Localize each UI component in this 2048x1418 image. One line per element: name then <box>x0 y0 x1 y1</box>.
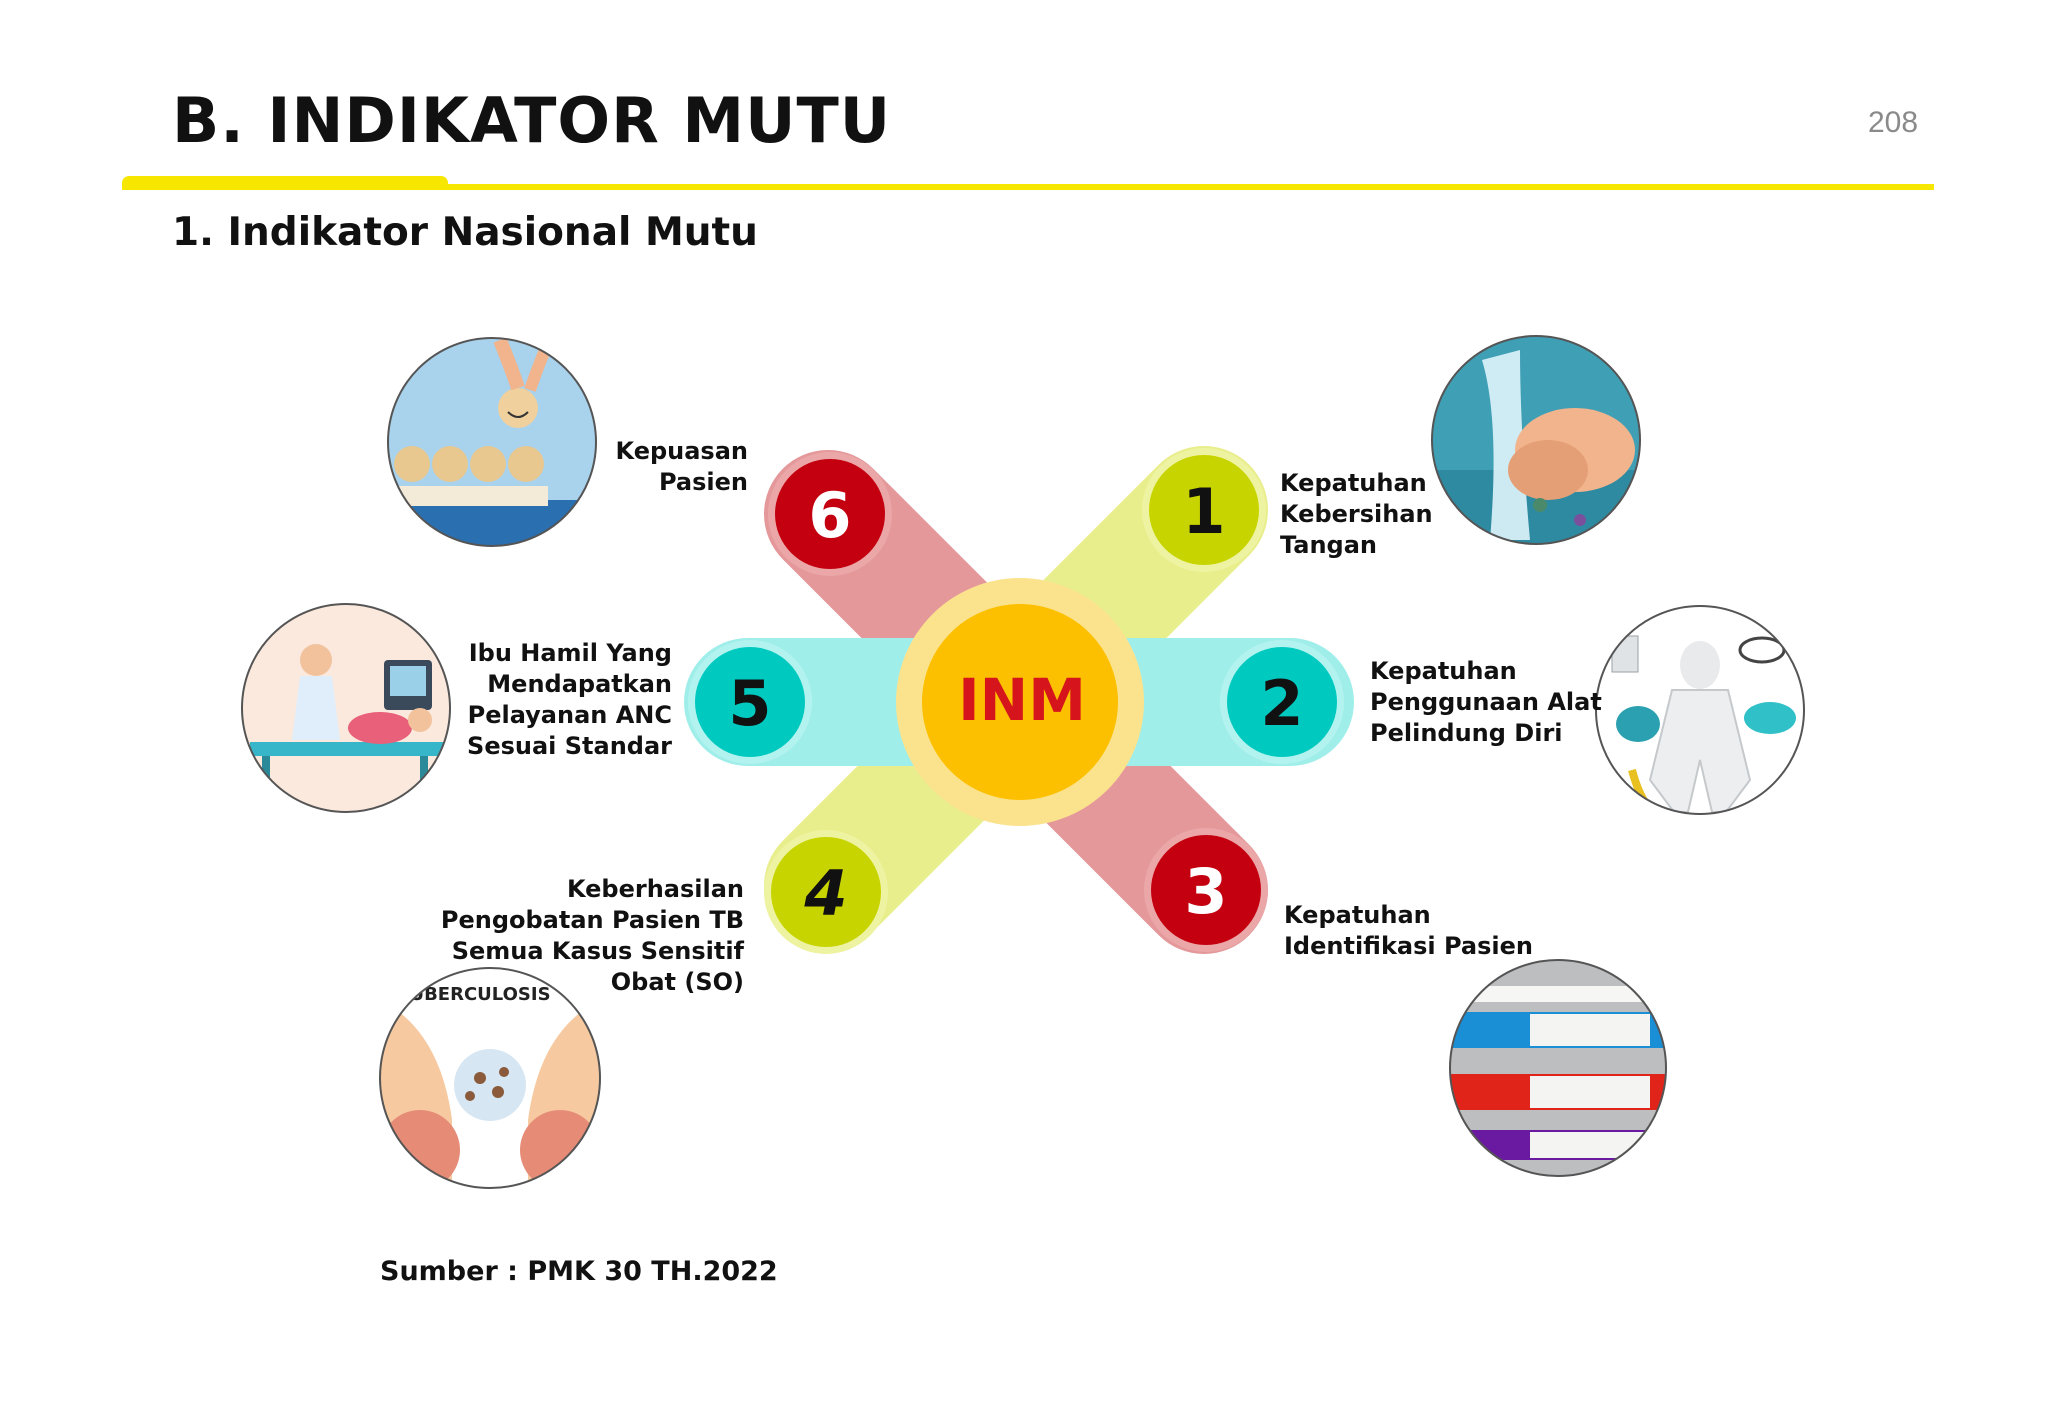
indicator-badge-4: 4 <box>764 830 888 954</box>
indicator-badge-3: 3 <box>1144 828 1268 952</box>
indicator-number-5: 5 <box>728 667 771 740</box>
handwashing-image <box>1431 335 1641 545</box>
indicator-label-1: Kepatuhan Kebersihan Tangan <box>1280 469 1433 559</box>
indicator-number-3: 3 <box>1184 855 1227 928</box>
indicator-label-5: Ibu Hamil Yang Mendapatkan Pelayanan ANC… <box>467 639 672 760</box>
header-divider-accent <box>122 176 448 190</box>
tuberculosis-image: UBERCULOSIS <box>379 967 601 1189</box>
indicator-badge-1: 1 <box>1142 448 1266 572</box>
page-number: 208 <box>1868 106 1919 139</box>
page-title: B. INDIKATOR MUTU <box>172 84 892 157</box>
patient-satisfaction-image <box>387 337 597 547</box>
anc-checkup-image <box>241 603 451 813</box>
indicator-badge-5: 5 <box>688 640 812 764</box>
ppe-image <box>1595 605 1805 815</box>
indicator-badge-6: 6 <box>768 452 892 576</box>
indicator-label-4: Keberhasilan Pengobatan Pasien TB Semua … <box>440 875 744 996</box>
section-subtitle: 1. Indikator Nasional Mutu <box>172 210 758 255</box>
indicator-badge-2: 2 <box>1220 640 1344 764</box>
header-divider <box>122 184 1934 190</box>
source-note: Sumber : PMK 30 TH.2022 <box>380 1256 778 1287</box>
center-circle <box>922 604 1118 800</box>
indicator-label-6: Kepuasan Pasien <box>615 437 748 496</box>
indicator-label-3: Kepatuhan Identifikasi Pasien <box>1284 901 1533 960</box>
indicator-number-1: 1 <box>1182 475 1225 548</box>
indicator-label-2: Kepatuhan Penggunaan Alat Pelindung Diri <box>1370 657 1602 747</box>
wristbands-image <box>1449 959 1667 1177</box>
indicator-number-4: 4 <box>803 857 847 930</box>
tuberculosis-image-text: UBERCULOSIS <box>409 984 550 1005</box>
indicator-number-2: 2 <box>1260 667 1303 740</box>
center-label: INM <box>958 666 1086 734</box>
indicator-number-6: 6 <box>808 479 851 552</box>
